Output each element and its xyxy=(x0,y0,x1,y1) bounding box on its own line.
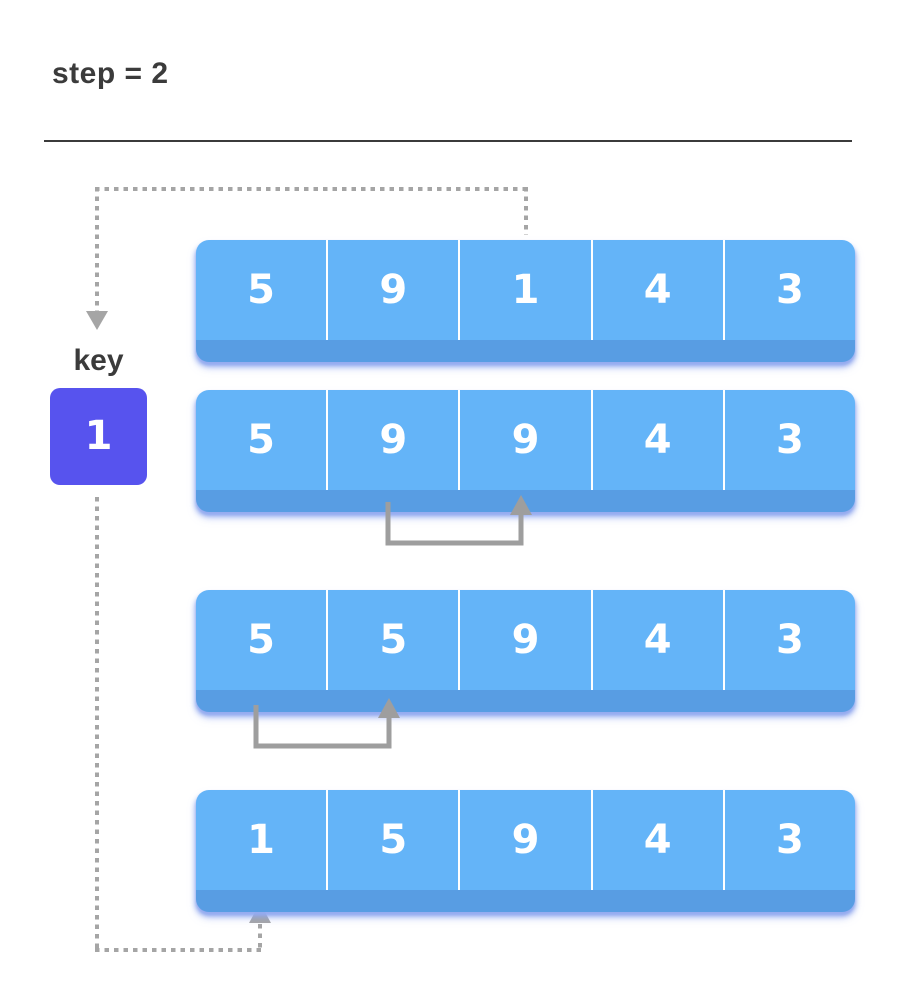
array-bottom-band xyxy=(196,340,855,362)
array-cell: 4 xyxy=(590,790,723,890)
array-row-1: 5 9 1 4 3 xyxy=(196,240,855,362)
cell-value: 5 xyxy=(379,817,408,863)
cell-value: 4 xyxy=(643,617,672,663)
arrow-down-icon xyxy=(86,311,108,330)
array-cell: 5 xyxy=(196,390,326,490)
key-box: 1 xyxy=(50,388,147,485)
array-cell: 3 xyxy=(722,240,855,340)
array-bottom-band xyxy=(196,690,855,712)
cell-value: 3 xyxy=(775,417,804,463)
array-row-2: 5 9 9 4 3 xyxy=(196,390,855,512)
cell-value: 3 xyxy=(775,817,804,863)
cell-value: 3 xyxy=(775,267,804,313)
array-bottom-band xyxy=(196,890,855,912)
array-cell: 5 xyxy=(326,590,458,690)
array-cell: 4 xyxy=(590,590,723,690)
array-cell: 5 xyxy=(196,590,326,690)
cell-value: 9 xyxy=(511,817,540,863)
array-cell: 9 xyxy=(326,390,458,490)
array-cell: 4 xyxy=(590,390,723,490)
array-cell: 9 xyxy=(326,240,458,340)
array-cell: 3 xyxy=(722,790,855,890)
u-turn-up-arrow-icon xyxy=(385,495,532,546)
step-label: step = 2 xyxy=(52,57,169,90)
array-cell: 1 xyxy=(458,240,590,340)
dotted-path-bottom-right-vertical xyxy=(258,924,262,950)
array-row-4: 1 5 9 4 3 xyxy=(196,790,855,912)
array-row-3: 5 5 9 4 3 xyxy=(196,590,855,712)
dotted-path-top-right-vertical xyxy=(524,187,528,235)
u-turn-up-arrow-icon xyxy=(253,698,400,749)
cell-value: 5 xyxy=(247,617,276,663)
cell-value: 5 xyxy=(379,617,408,663)
array-cell: 9 xyxy=(458,790,590,890)
cell-value: 9 xyxy=(511,417,540,463)
array-cell: 5 xyxy=(326,790,458,890)
array-cell: 1 xyxy=(196,790,326,890)
cell-value: 9 xyxy=(379,267,408,313)
cell-value: 5 xyxy=(247,417,276,463)
array-cell: 3 xyxy=(722,590,855,690)
array-cell: 9 xyxy=(458,590,590,690)
key-label: key xyxy=(73,344,124,377)
cell-value: 3 xyxy=(775,617,804,663)
cell-value: 9 xyxy=(379,417,408,463)
cell-value: 5 xyxy=(247,267,276,313)
dotted-path-top-horizontal xyxy=(95,187,528,191)
dotted-path-bottom-horizontal xyxy=(95,948,262,952)
dotted-path-bottom-left-vertical xyxy=(95,497,99,952)
header-divider-line xyxy=(44,140,852,142)
cell-value: 4 xyxy=(643,817,672,863)
array-cell: 5 xyxy=(196,240,326,340)
cell-value: 1 xyxy=(511,267,540,313)
cell-value: 4 xyxy=(643,267,672,313)
cell-value: 4 xyxy=(643,417,672,463)
dotted-path-top-left-vertical xyxy=(95,187,99,311)
array-cell: 3 xyxy=(722,390,855,490)
cell-value: 9 xyxy=(511,617,540,663)
array-cell: 4 xyxy=(590,240,723,340)
array-cell: 9 xyxy=(458,390,590,490)
key-value: 1 xyxy=(84,412,113,459)
array-bottom-band xyxy=(196,490,855,512)
cell-value: 1 xyxy=(247,817,276,863)
